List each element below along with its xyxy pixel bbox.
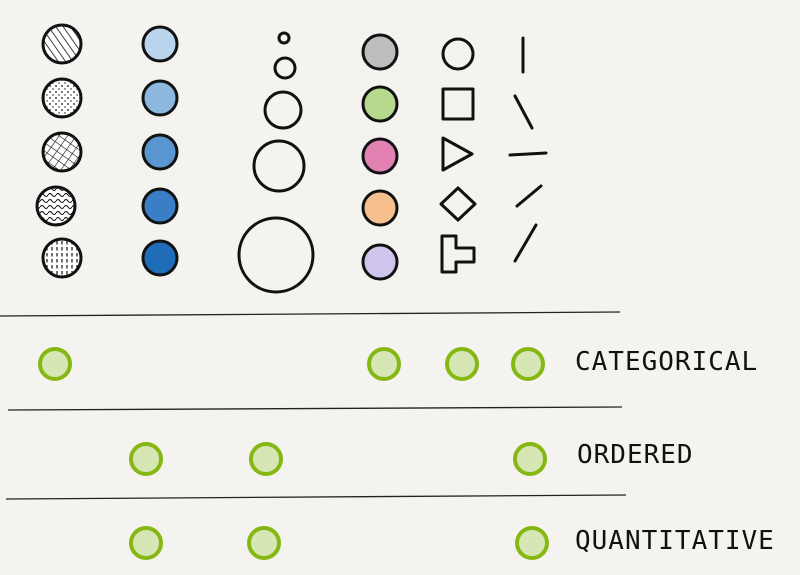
cross-shape-icon <box>440 234 476 274</box>
texture-swatch <box>41 77 83 119</box>
separator-top <box>0 311 621 317</box>
row-label-quantitative: QUANTITATIVE <box>575 526 775 556</box>
suitability-marker-quantitative-color-value <box>129 526 163 560</box>
orientation-stroke <box>515 184 543 208</box>
suitability-marker-categorical-texture <box>38 347 72 381</box>
triangle-shape-icon <box>441 136 474 172</box>
orientation-stroke <box>513 94 534 130</box>
hue-swatch <box>361 85 399 123</box>
texture-swatch <box>35 185 77 227</box>
visual-variable-legend <box>35 23 548 294</box>
separator-mid <box>7 406 623 411</box>
separator-lines <box>0 311 627 500</box>
size-swatch <box>273 56 297 80</box>
suitability-marker-categorical-shape <box>445 347 479 381</box>
suitability-marker-quantitative-orientation <box>515 526 549 560</box>
value-swatch <box>141 187 179 225</box>
orientation-stroke <box>513 223 538 263</box>
hue-swatch <box>361 243 399 281</box>
separator-bottom <box>5 494 627 500</box>
row-label-ordered: ORDERED <box>577 440 694 470</box>
hue-swatch <box>361 137 399 175</box>
suitability-marker-categorical-orientation <box>511 347 545 381</box>
value-swatch <box>141 25 179 63</box>
square-shape-icon <box>441 87 475 121</box>
suitability-marker-ordered-color-value <box>129 442 163 476</box>
texture-swatch <box>41 23 83 65</box>
value-swatch <box>141 239 179 277</box>
value-swatch <box>141 133 179 171</box>
circle-shape-icon <box>441 37 475 71</box>
suitability-marker-quantitative-size <box>247 526 281 560</box>
row-label-categorical: CATEGORICAL <box>575 347 758 377</box>
size-swatch <box>237 216 315 294</box>
size-swatch <box>252 139 306 193</box>
texture-swatch <box>41 131 83 173</box>
suitability-marker-ordered-size <box>249 442 283 476</box>
size-swatch <box>263 90 303 130</box>
hue-swatch <box>361 189 399 227</box>
texture-swatch <box>41 237 83 279</box>
orientation-stroke <box>508 151 548 157</box>
suitability-matrix <box>38 347 549 560</box>
hue-swatch <box>361 33 399 71</box>
size-swatch <box>277 31 291 45</box>
suitability-marker-ordered-orientation <box>513 442 547 476</box>
suitability-marker-categorical-hue <box>367 347 401 381</box>
diamond-shape-icon <box>439 186 477 222</box>
value-swatch <box>141 79 179 117</box>
